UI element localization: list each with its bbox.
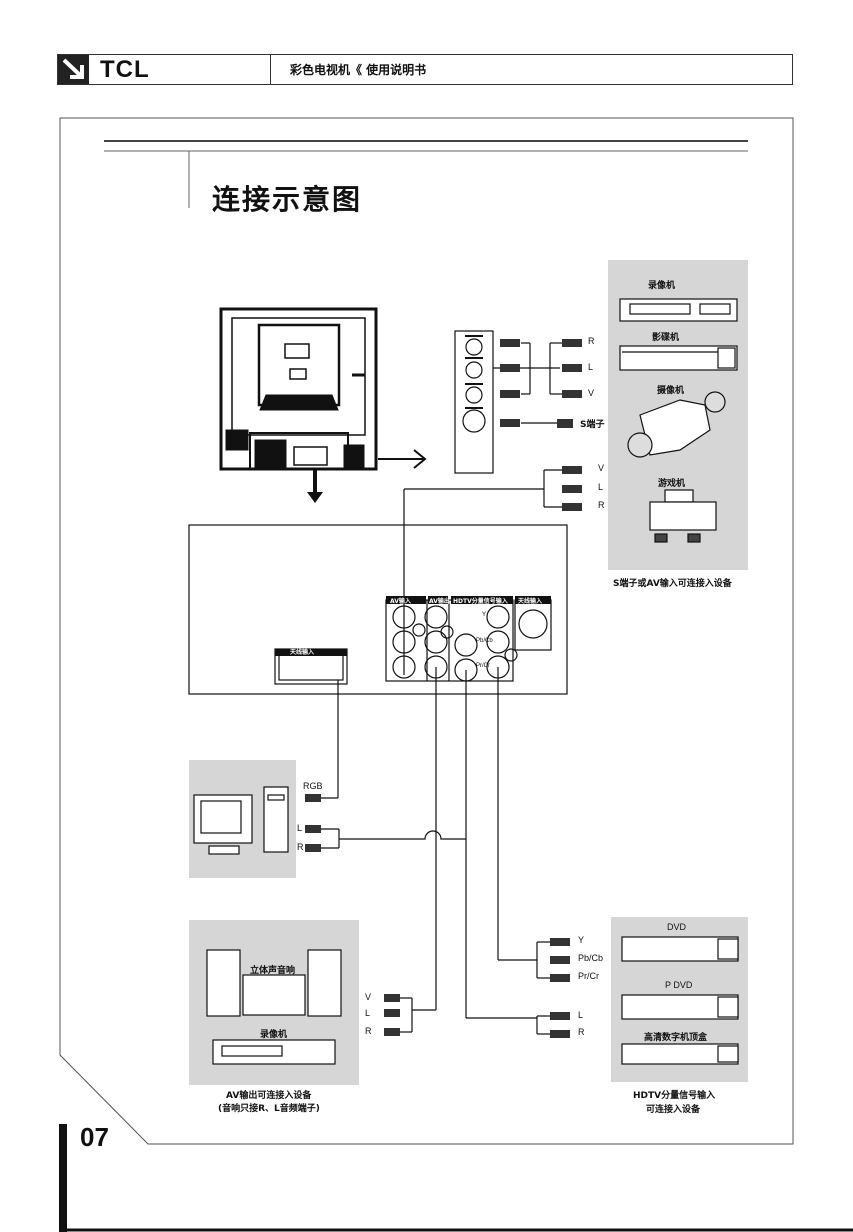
arrow-right-icon [378,449,427,469]
rear-port-pr: Pr/Cr [476,663,490,669]
antenna-input-label: 天线输入 [290,649,315,656]
rear-port-pb: Pb/Cb [476,638,493,644]
side-label-s-video: S端子 [580,420,605,430]
game-console-icon [649,489,717,543]
page-bar [59,1124,67,1232]
av-input-label: AV输入 [390,598,411,605]
vcr-label: 录像机 [260,1030,288,1040]
header-title: 彩色电视机《 使用说明书 [290,63,427,77]
side-label-v: V [588,388,595,398]
computer-label-r: R [297,842,304,852]
device-label-vcd: 影碟机 [652,333,680,343]
computer-label-l: L [297,823,303,833]
device-label-camcorder: 摄像机 [657,386,685,396]
computer-label-rgb: RGB [303,781,323,791]
av-output-label: AV输出 [429,598,450,605]
hdtv-label-l: L [578,1010,584,1020]
stereo-icon [206,949,342,1017]
device-label-game: 游戏机 [658,479,686,489]
side-panel-cables [403,342,562,675]
brand-logo-text: TCL [100,56,150,83]
arrow-down-icon [307,469,323,503]
stereo-label: 立体声音响 [250,966,296,976]
set-top-box-icon [621,1043,739,1065]
vcd-player-icon [619,345,738,371]
dvd-label: DVD [667,922,687,932]
p-dvd-icon [621,994,739,1020]
av-out-label-l: L [365,1008,371,1018]
av-out-caption-2: (音响只接R、L音频端子) [218,1104,320,1114]
page-number: 07 [80,1122,109,1152]
rca-plugs [500,339,582,511]
hdtv-input-label: HDTV分量信号输入 [453,598,508,605]
rear-panel-box [188,524,568,695]
computer-icon [193,786,289,855]
av-out-caption-1: AV输出可连接入设备 [226,1091,312,1101]
side-panel [454,330,494,474]
header-divider [270,55,271,84]
set-top-box-label: 高清数字机顶盒 [644,1033,708,1043]
devices-top-caption: S端子或AV输入可连接入设备 [613,579,732,589]
dvd-icon [621,936,739,962]
tcl-logo-icon [58,55,89,84]
hdtv-caption-2: 可连接入设备 [646,1105,701,1115]
side-lower-label-l: L [598,482,604,492]
hdtv-caption-1: HDTV分量信号输入 [633,1091,716,1101]
vcr-icon-2 [212,1039,336,1065]
camcorder-icon [627,391,726,458]
ant-label: 天线输入 [518,598,543,605]
rear-cables [320,667,550,1035]
vcr-icon [619,298,738,322]
rear-jacks [274,599,552,685]
av-out-label-r: R [365,1026,372,1036]
hdtv-label-pb: Pb/Cb [578,953,604,963]
rear-port-y: Y [482,612,487,618]
hdtv-label-pr: Pr/Cr [578,971,599,981]
side-label-r: R [588,336,595,346]
side-lower-label-v: V [598,463,605,473]
p-dvd-label: P DVD [665,980,693,990]
page-header: TCL 彩色电视机《 使用说明书 [57,54,793,85]
device-label-vcr: 录像机 [648,281,676,291]
content-frame [59,117,794,1145]
tv-rear-icon [219,307,378,471]
hdtv-label-y: Y [578,935,585,945]
page-title: 连接示意图 [212,183,363,216]
hdtv-label-r: R [578,1027,585,1037]
side-lower-label-r: R [598,500,605,510]
side-label-l: L [588,362,594,372]
av-out-label-v: V [365,992,372,1002]
